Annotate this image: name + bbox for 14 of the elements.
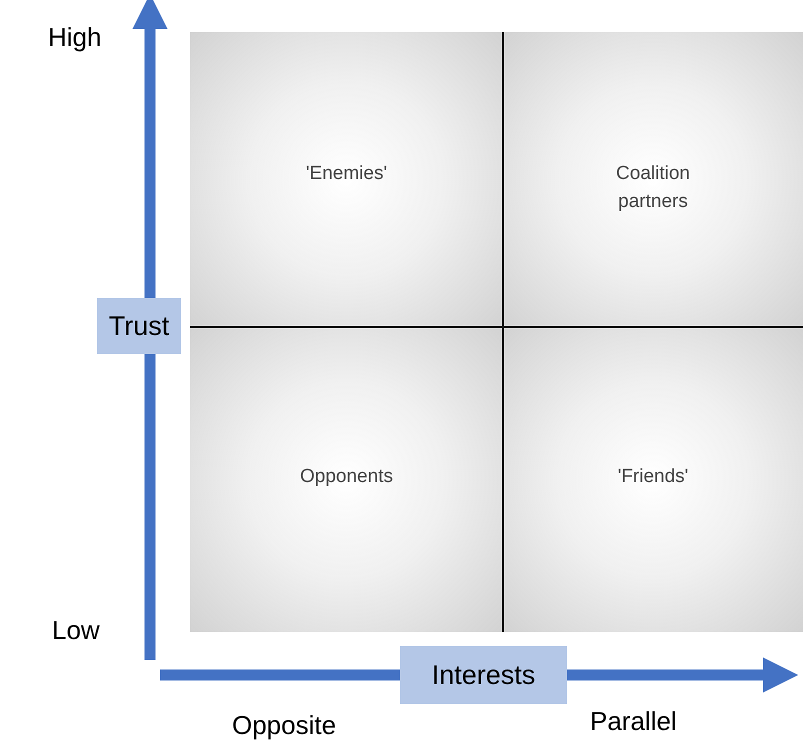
quadrant-label: Opponents	[300, 465, 393, 489]
quadrant-panel	[503, 32, 803, 327]
quadrant-label: Coalition partners	[615, 162, 691, 214]
axis-level-label: Low	[52, 615, 100, 646]
axis-title: Trust	[97, 298, 181, 354]
axis-end-label: Opposite	[232, 710, 336, 741]
quadrant-label: 'Enemies'	[306, 162, 388, 186]
axis-end-label: Parallel	[590, 706, 677, 737]
axis-title: Interests	[400, 646, 567, 704]
quadrant-panel	[190, 32, 503, 327]
quadrant-panel	[503, 327, 803, 632]
quadrant-panel	[190, 327, 503, 632]
axis-level-label: High	[48, 22, 102, 53]
quadrant-label: 'Friends'	[618, 465, 688, 489]
